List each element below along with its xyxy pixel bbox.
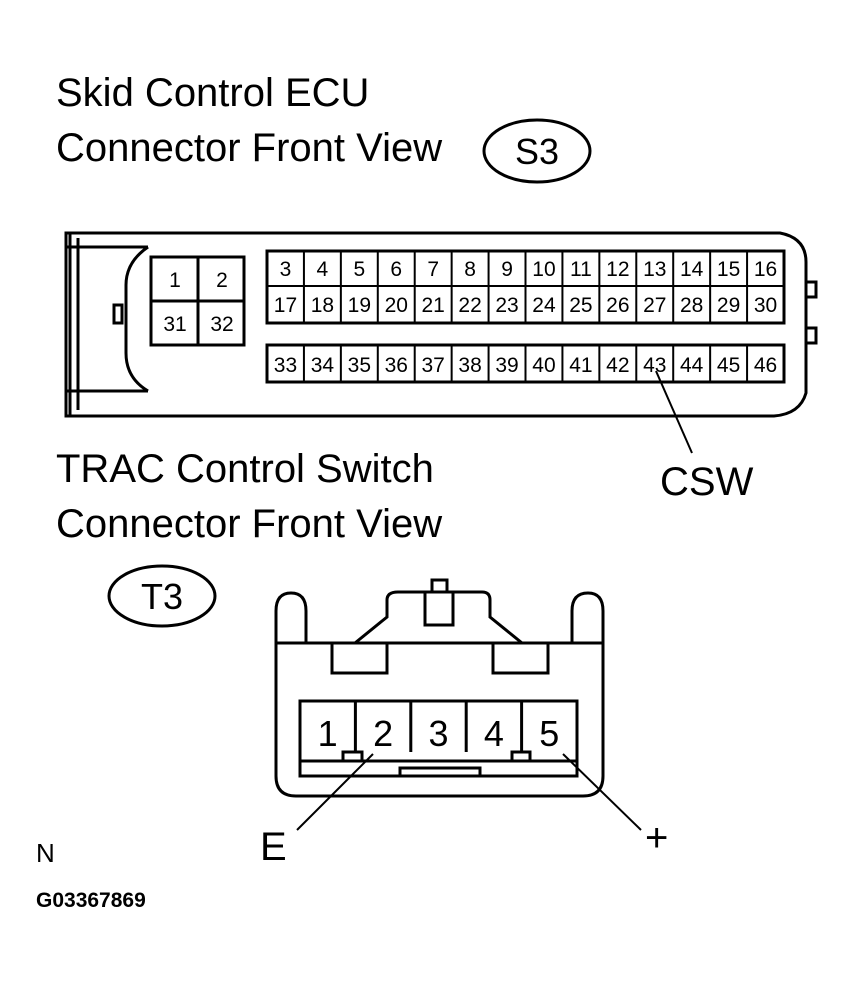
switch-code-badge: T3 (107, 564, 217, 628)
ecu-pin-9: 9 (501, 258, 513, 281)
ecu-pin-33: 33 (274, 354, 297, 377)
ecu-pin-17: 17 (274, 294, 297, 317)
ecu-pin-28: 28 (680, 294, 703, 317)
ecu-pin-20: 20 (385, 294, 408, 317)
ecu-pin-5: 5 (353, 258, 365, 281)
ecu-pin-23: 23 (495, 294, 518, 317)
ecu-pin-7: 7 (427, 258, 439, 281)
switch-pin-1: 1 (318, 713, 338, 754)
ecu-pin-4: 4 (317, 258, 329, 281)
switch-label-plus: + (645, 816, 668, 860)
switch-title-line2: Connector Front View (56, 502, 442, 546)
ecu-pin-2: 2 (216, 269, 228, 292)
switch-label-e: E (260, 825, 287, 869)
ecu-pin-15: 15 (717, 258, 740, 281)
ecu-pin-32: 32 (210, 313, 233, 336)
ecu-pin-8: 8 (464, 258, 476, 281)
ecu-title-line1: Skid Control ECU (56, 71, 369, 115)
ecu-pin-1: 1 (169, 269, 181, 292)
ecu-code-text: S3 (515, 131, 559, 172)
ecu-pin-24: 24 (532, 294, 556, 317)
ecu-pin-30: 30 (754, 294, 777, 317)
ecu-pin-44: 44 (680, 354, 704, 377)
ecu-pin-43: 43 (643, 354, 666, 377)
ecu-pin-26: 26 (606, 294, 629, 317)
ecu-small-pin-block: 1 2 31 32 (149, 255, 246, 347)
ecu-pin-37: 37 (421, 354, 444, 377)
ecu-pin-13: 13 (643, 258, 666, 281)
ecu-pin-19: 19 (348, 294, 371, 317)
ecu-pin-35: 35 (348, 354, 371, 377)
ecu-pin-42: 42 (606, 354, 629, 377)
ecu-pin-16: 16 (754, 258, 777, 281)
ecu-code-badge: S3 (482, 118, 592, 184)
switch-pin-4: 4 (484, 713, 504, 754)
switch-pin-3: 3 (428, 713, 448, 754)
switch-connector (274, 578, 605, 798)
footer-mark: N (36, 838, 55, 868)
ecu-pin-40: 40 (532, 354, 555, 377)
ecu-pin-21: 21 (421, 294, 444, 317)
ecu-pin-18: 18 (311, 294, 334, 317)
ecu-pin-6: 6 (390, 258, 402, 281)
switch-callouts: E + (260, 753, 668, 869)
ecu-csw-callout: CSW (655, 370, 754, 504)
ecu-pin-39: 39 (495, 354, 518, 377)
ecu-pin-38: 38 (458, 354, 481, 377)
switch-pin-2: 2 (373, 713, 393, 754)
switch-title-line1: TRAC Control Switch (56, 447, 434, 491)
ecu-pin-45: 45 (717, 354, 740, 377)
switch-code-text: T3 (141, 576, 183, 617)
ecu-pin-12: 12 (606, 258, 629, 281)
ecu-pin-14: 14 (680, 258, 704, 281)
ecu-pin-27: 27 (643, 294, 666, 317)
ecu-pin-3: 3 (280, 258, 292, 281)
ecu-pin-36: 36 (385, 354, 408, 377)
ecu-lower-pin-row: 33 34 35 36 37 38 39 40 41 42 43 44 45 46 (265, 343, 786, 384)
ecu-pin-11: 11 (570, 258, 592, 281)
ecu-upper-pin-grid: 3 4 5 6 7 8 9 10 11 12 13 14 15 16 17 18 19 20 21 22 23 24 25… (265, 249, 786, 325)
ecu-title-line2: Connector Front View (56, 126, 442, 170)
switch-pin-5: 5 (539, 713, 559, 754)
ecu-pin-22: 22 (458, 294, 481, 317)
ecu-pin-10: 10 (532, 258, 555, 281)
ecu-pin-29: 29 (717, 294, 740, 317)
ecu-pin-46: 46 (754, 354, 777, 377)
ecu-pin-31: 31 (163, 313, 186, 336)
figure-id: G03367869 (36, 889, 146, 912)
ecu-pin-34: 34 (311, 354, 335, 377)
ecu-connector (64, 231, 818, 418)
ecu-csw-label: CSW (660, 460, 754, 504)
ecu-pin-41: 41 (569, 354, 592, 377)
ecu-pin-25: 25 (569, 294, 592, 317)
